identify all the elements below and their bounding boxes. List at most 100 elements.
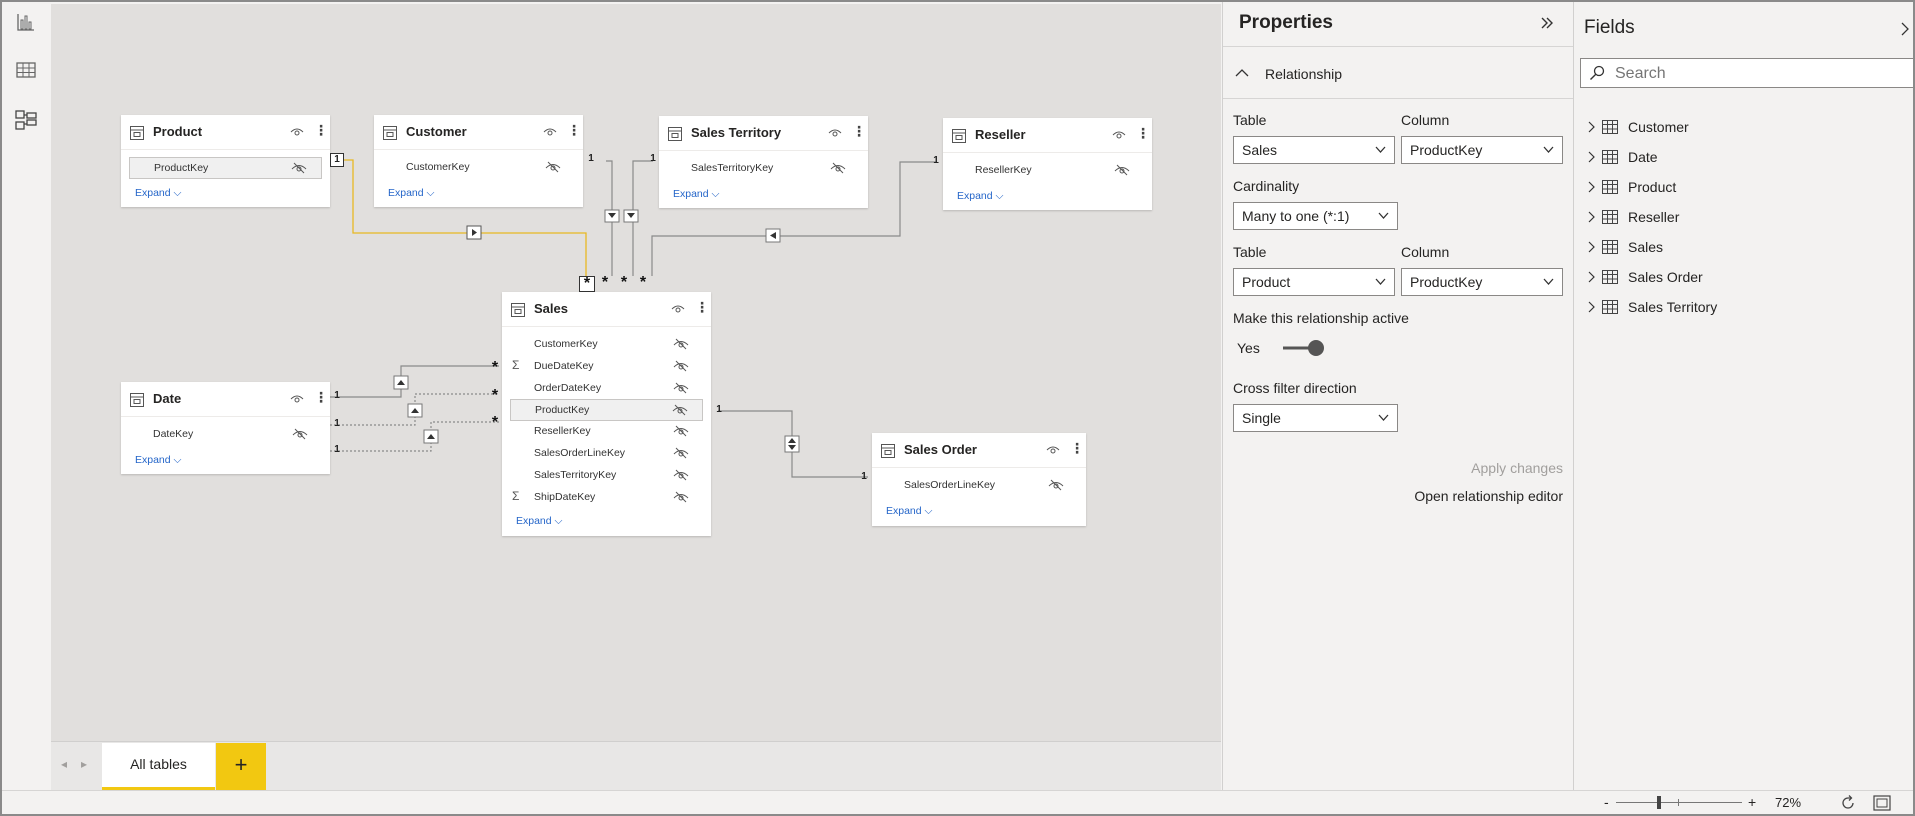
relationship-line-territory-sales[interactable] [632,160,653,276]
expand-link[interactable]: Expand ⌵ [673,188,720,200]
field-item-date[interactable]: Date [1588,146,1888,170]
expand-link[interactable]: Expand ⌵ [516,515,563,527]
data-view-icon[interactable] [14,58,38,82]
relationship-line-date-sales-ship[interactable] [330,421,499,452]
hidden-eye-icon[interactable] [291,162,307,174]
field-row[interactable]: SalesTerritoryKey [510,465,703,485]
more-options-icon[interactable]: ⋮ [1070,440,1084,456]
hidden-eye-icon[interactable] [1048,479,1064,491]
field-row[interactable]: DateKey [129,424,322,444]
apply-changes-button[interactable]: Apply changes [1471,460,1563,476]
more-options-icon[interactable]: ⋮ [314,389,328,405]
hidden-eye-icon[interactable] [292,428,308,440]
eye-icon[interactable] [543,126,557,138]
relationship-line-reseller-sales[interactable] [651,161,937,276]
open-relationship-editor-link[interactable]: Open relationship editor [1414,488,1563,504]
chevron-right-icon[interactable] [1588,271,1596,283]
eye-icon[interactable] [290,393,304,405]
zoom-in-button[interactable]: + [1748,794,1757,810]
field-row[interactable]: ProductKey [129,157,322,179]
fit-to-screen-icon[interactable] [1873,795,1891,811]
eye-icon[interactable] [1046,444,1060,456]
chevron-right-icon[interactable] [1900,22,1910,36]
expand-link[interactable]: Expand ⌵ [135,187,182,199]
field-item-sales-order[interactable]: Sales Order [1588,266,1888,290]
relationship-line-product-sales[interactable] [330,159,587,276]
table-card-sales[interactable]: Sales ⋮ CustomerKey Σ DueDateKey OrderDa… [502,292,711,536]
expand-link[interactable]: Expand ⌵ [886,505,933,517]
hidden-eye-icon[interactable] [673,447,689,459]
table-card-date[interactable]: Date ⋮ DateKey Expand ⌵ [121,382,330,474]
table2-dropdown[interactable]: Product [1233,268,1395,296]
tab-all-tables[interactable]: All tables [102,743,215,790]
field-row[interactable]: Σ ShipDateKey [510,487,703,507]
expand-link[interactable]: Expand ⌵ [388,187,435,199]
more-options-icon[interactable]: ⋮ [1136,125,1150,141]
field-row[interactable]: OrderDateKey [510,378,703,398]
table-card-reseller[interactable]: Reseller ⋮ ResellerKey Expand ⌵ [943,118,1152,210]
hidden-eye-icon[interactable] [673,491,689,503]
hidden-eye-icon[interactable] [673,425,689,437]
field-item-sales-territory[interactable]: Sales Territory [1588,296,1888,320]
column1-dropdown[interactable]: ProductKey [1401,136,1563,164]
hidden-eye-icon[interactable] [673,360,689,372]
chevron-right-icon[interactable] [1588,151,1596,163]
field-item-reseller[interactable]: Reseller [1588,206,1888,230]
table-card-sales-territory[interactable]: Sales Territory ⋮ SalesTerritoryKey Expa… [659,116,868,208]
hidden-eye-icon[interactable] [545,161,561,173]
field-item-product[interactable]: Product [1588,176,1888,200]
expand-link[interactable]: Expand ⌵ [957,190,1004,202]
eye-icon[interactable] [290,126,304,138]
cross-filter-dropdown[interactable]: Single [1233,404,1398,432]
field-row[interactable]: SalesTerritoryKey [667,158,860,178]
collapse-pane-icon[interactable] [1539,15,1555,31]
reset-layout-icon[interactable] [1839,794,1857,812]
chevron-up-icon[interactable] [1235,68,1249,78]
eye-icon[interactable] [1112,129,1126,141]
field-row[interactable]: SalesOrderLineKey [510,443,703,463]
model-view-icon[interactable] [14,108,38,132]
eye-icon[interactable] [828,127,842,139]
eye-icon[interactable] [671,303,685,315]
search-box[interactable] [1580,58,1913,88]
column2-dropdown[interactable]: ProductKey [1401,268,1563,296]
field-row[interactable]: SalesOrderLineKey [880,475,1078,495]
chevron-right-icon[interactable] [1588,121,1596,133]
field-row[interactable]: Σ DueDateKey [510,356,703,376]
hidden-eye-icon[interactable] [673,338,689,350]
zoom-out-button[interactable]: - [1604,794,1609,810]
more-options-icon[interactable]: ⋮ [852,123,866,139]
chevron-right-icon[interactable] [1588,211,1596,223]
more-options-icon[interactable]: ⋮ [314,122,328,138]
field-row[interactable]: CustomerKey [510,334,703,354]
search-input[interactable] [1613,62,1907,86]
section-relationship[interactable]: Relationship [1265,66,1343,82]
zoom-slider-thumb[interactable] [1657,796,1661,809]
table-card-customer[interactable]: Customer ⋮ CustomerKey Expand ⌵ [374,115,583,207]
zoom-slider[interactable] [1616,802,1742,803]
scroll-left-icon[interactable]: ◂ [61,757,68,771]
hidden-eye-icon[interactable] [672,404,688,416]
field-row[interactable]: ProductKey [510,399,703,421]
chevron-right-icon[interactable] [1588,181,1596,193]
relationship-line-customer-sales[interactable] [606,160,613,276]
hidden-eye-icon[interactable] [673,382,689,394]
expand-link[interactable]: Expand ⌵ [135,454,182,466]
scroll-right-icon[interactable]: ▸ [81,757,88,771]
field-row[interactable]: ResellerKey [951,160,1144,180]
more-options-icon[interactable]: ⋮ [567,122,581,138]
table-card-product[interactable]: Product ⋮ ProductKey Expand ⌵ [121,115,330,207]
hidden-eye-icon[interactable] [830,162,846,174]
field-item-customer[interactable]: Customer [1588,116,1888,140]
chevron-right-icon[interactable] [1588,301,1596,313]
field-row[interactable]: CustomerKey [382,157,575,177]
report-view-icon[interactable] [14,10,38,34]
hidden-eye-icon[interactable] [1114,164,1130,176]
hidden-eye-icon[interactable] [673,469,689,481]
add-layout-button[interactable]: + [216,743,266,790]
table1-dropdown[interactable]: Sales [1233,136,1395,164]
field-row[interactable]: ResellerKey [510,421,703,441]
cardinality-dropdown[interactable]: Many to one (*:1) [1233,202,1398,230]
active-toggle[interactable] [1281,338,1327,358]
more-options-icon[interactable]: ⋮ [695,299,709,315]
